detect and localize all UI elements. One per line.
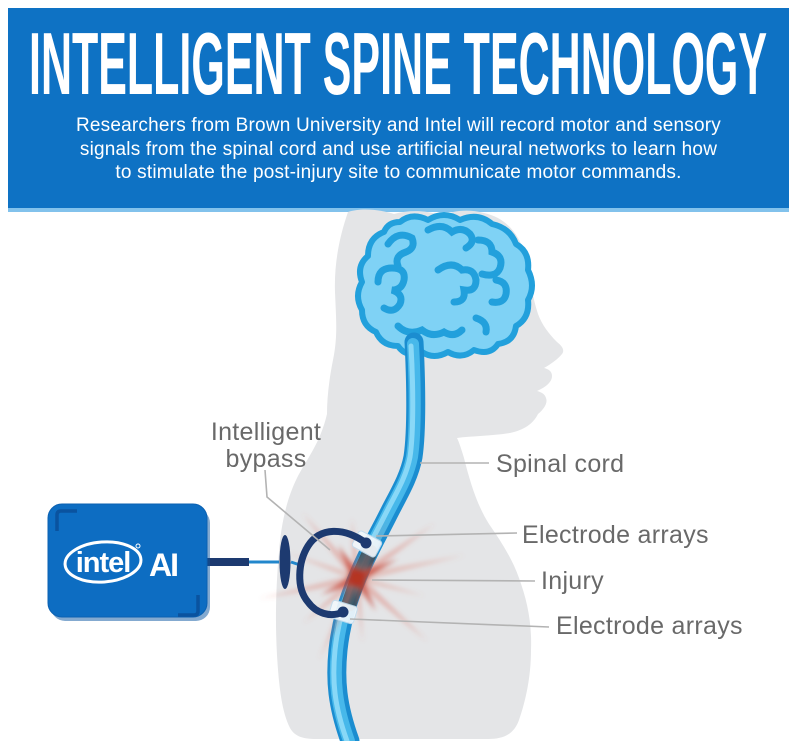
- leader-intelligent-bypass: [264, 469, 331, 551]
- leader-electrode-top: [375, 532, 518, 537]
- connector-plug: [279, 535, 291, 589]
- label-intelligent-bypass-line2: bypass: [225, 445, 306, 473]
- label-intelligent-bypass-line1: Intelligent: [211, 418, 321, 446]
- leader-electrode-bottom: [349, 618, 550, 628]
- label-electrode-arrays-top: Electrode arrays: [522, 521, 709, 549]
- brain-graphic: [355, 212, 535, 359]
- leader-injury: [371, 579, 536, 582]
- intel-logo-text: intel: [76, 547, 131, 579]
- chip-connector: [204, 535, 304, 589]
- registered-mark-icon: [135, 543, 141, 549]
- subtitle-line-2: signals from the spinal cord and use art…: [79, 138, 718, 160]
- header-banner: INTELLIGENT SPINE TECHNOLOGY Researchers…: [8, 8, 789, 212]
- subtitle-line-1: Researchers from Brown University and In…: [75, 115, 721, 136]
- header-subtitle: Researchers from Brown University and In…: [8, 114, 789, 185]
- brain-gyri-lines: [374, 223, 510, 339]
- label-electrode-arrays-bottom: Electrode arrays: [556, 612, 743, 640]
- label-injury: Injury: [541, 567, 604, 595]
- chip-ai-label: AI: [149, 547, 177, 583]
- intel-ai-chip: intel AI: [47, 503, 210, 621]
- bypass-arc: [296, 527, 372, 619]
- leader-lines: [264, 462, 550, 628]
- intel-logo: intel: [63, 540, 143, 584]
- label-spinal-cord: Spinal cord: [496, 450, 624, 478]
- subtitle-line-3: to stimulate the post-injury site to com…: [115, 162, 682, 183]
- page-title: INTELLIGENT SPINE TECHNOLOGY: [29, 28, 767, 102]
- page-title-graphic: INTELLIGENT SPINE TECHNOLOGY: [29, 28, 767, 102]
- chip-corner-brackets: [55, 509, 200, 617]
